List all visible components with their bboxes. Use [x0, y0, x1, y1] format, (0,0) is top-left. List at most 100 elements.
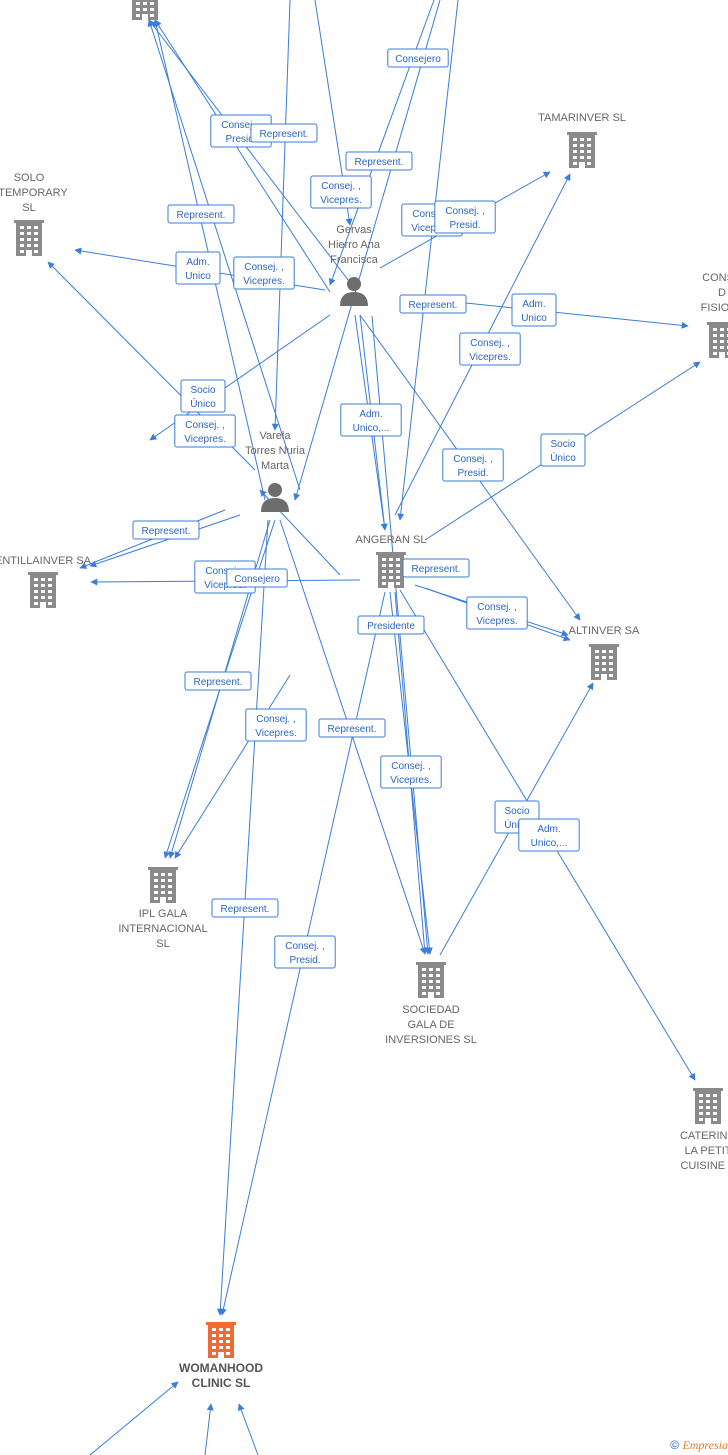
- company-icon[interactable]: [416, 962, 446, 998]
- node-name[interactable]: SOLO: [14, 172, 45, 184]
- edge-label[interactable]: Adm.Unico,...: [340, 403, 402, 437]
- node-name[interactable]: INTERNACIONAL: [118, 923, 207, 935]
- edge-label[interactable]: Consej. ,Vicepres.: [310, 175, 372, 209]
- edge-label-text: Consej. ,: [453, 454, 492, 465]
- node-name[interactable]: SL: [156, 938, 169, 950]
- edge-line: [89, 514, 241, 568]
- person-icon[interactable]: [340, 277, 368, 306]
- edge-label-text: Consej. ,: [445, 206, 484, 217]
- edge-label-text: Consej. ,: [256, 714, 295, 725]
- company-icon[interactable]: [707, 322, 728, 358]
- company-icon[interactable]: [130, 0, 160, 20]
- edge-label-text: Unico: [521, 313, 547, 324]
- company-icon[interactable]: [693, 1088, 723, 1124]
- edge-label[interactable]: Consejero: [226, 568, 288, 588]
- edge-label[interactable]: Consej. , Presid.: [442, 448, 504, 482]
- node-name[interactable]: CATERING: [680, 1130, 728, 1142]
- node-name[interactable]: FISIOTE: [701, 302, 728, 314]
- node-name[interactable]: Gervas: [336, 224, 372, 236]
- edge-label-text: Consej. ,: [321, 181, 360, 192]
- edge-label-text: Represent.: [194, 677, 243, 688]
- node-name[interactable]: Hierro Ana: [328, 239, 381, 251]
- node-name[interactable]: GALA DE: [407, 1019, 454, 1031]
- node-name[interactable]: NTEMPORARY: [0, 187, 68, 199]
- node-name[interactable]: D: [718, 287, 726, 299]
- edge-label[interactable]: Represent.: [399, 294, 467, 314]
- edge-label-text: Consej. ,: [221, 120, 260, 131]
- edge-label-text: Represent.: [409, 300, 458, 311]
- node-name[interactable]: CONSU: [702, 272, 728, 284]
- edge-label[interactable]: Represent.: [318, 718, 386, 738]
- edge-label[interactable]: Consej. ,Vicepres.: [459, 332, 521, 366]
- node-name[interactable]: ANGERAN SL: [356, 534, 427, 546]
- company-icon[interactable]: [28, 572, 58, 608]
- company-icon[interactable]: [148, 867, 178, 903]
- node-name[interactable]: CLINIC SL: [192, 1376, 251, 1390]
- edge-label[interactable]: Represent.: [211, 898, 279, 918]
- node-name[interactable]: Varela: [260, 430, 292, 442]
- company-icon[interactable]: [567, 132, 597, 168]
- node-name[interactable]: Marta: [261, 460, 290, 472]
- company-icon[interactable]: [376, 552, 406, 588]
- edge-label-text: Socio: [504, 806, 529, 817]
- node-name[interactable]: TAMARINVER SL: [538, 112, 626, 124]
- edge-label-text: Socio: [190, 385, 215, 396]
- node-name[interactable]: INVERSIONES SL: [385, 1034, 477, 1046]
- edge-label[interactable]: Consej. ,Presid.: [274, 935, 336, 969]
- edge-label-text: Socio: [550, 439, 575, 450]
- edge-label[interactable]: Represent.: [250, 123, 318, 143]
- edge-label[interactable]: Represent.: [345, 151, 413, 171]
- company-icon[interactable]: [589, 644, 619, 680]
- edge-label[interactable]: Represent.: [184, 671, 252, 691]
- node-name[interactable]: Francisca: [330, 254, 379, 266]
- edge-label-text: Presid.: [457, 468, 488, 479]
- node-name[interactable]: Torres Nuria: [245, 445, 306, 457]
- edge-label[interactable]: Adm. Unico: [511, 293, 557, 327]
- company-icon[interactable]: [14, 220, 44, 256]
- edge-label[interactable]: Consej. ,Vicepres.: [233, 256, 295, 290]
- edge-label-text: Unico,...: [353, 423, 390, 434]
- edge-label[interactable]: Represent.: [132, 520, 200, 540]
- focus-company-icon[interactable]: [206, 1322, 236, 1358]
- edge-label-text: Consej. ,: [391, 761, 430, 772]
- node-name[interactable]: ENTILLAINVER SA: [0, 555, 92, 567]
- edge-label[interactable]: Consej. ,Presid.: [434, 200, 496, 234]
- node-name[interactable]: SL: [22, 202, 35, 214]
- copyright-symbol: ©: [670, 1438, 680, 1452]
- edge-label-text: Consej. ,: [185, 420, 224, 431]
- edge-line: [204, 1403, 214, 1455]
- edge-label-text: Represent.: [328, 724, 377, 735]
- edge-label[interactable]: Presidente: [357, 615, 425, 635]
- edge-label-text: Represent.: [142, 526, 191, 537]
- edge-label-text: Consej. ,: [477, 602, 516, 613]
- edge-label-text: Represent.: [355, 157, 404, 168]
- edge-label-text: Presid.: [225, 134, 256, 145]
- edge-label[interactable]: Consejero: [387, 48, 449, 68]
- edge-label[interactable]: Adm.Unico: [175, 251, 221, 285]
- node-name[interactable]: WOMANHOOD: [179, 1361, 263, 1375]
- edge-line: [154, 19, 331, 293]
- edge-label[interactable]: Represent.: [402, 558, 470, 578]
- node-name[interactable]: SOCIEDAD: [402, 1004, 460, 1016]
- edge-label-text: Adm.: [522, 299, 545, 310]
- node-name[interactable]: CUISINE S: [680, 1160, 728, 1172]
- edge-label[interactable]: Represent.: [167, 204, 235, 224]
- edge-label[interactable]: Consej. ,Vicepres.: [174, 414, 236, 448]
- edge-label-text: Represent.: [260, 129, 309, 140]
- edge-label[interactable]: Adm.Unico,...: [518, 818, 580, 852]
- edge-label-text: Represent.: [177, 210, 226, 221]
- node-name[interactable]: IPL GALA: [139, 908, 188, 920]
- edge-label[interactable]: Consej. ,Vicepres.: [380, 755, 442, 789]
- edge-label-text: Represent.: [412, 564, 461, 575]
- edge-line: [148, 19, 353, 286]
- edge-label[interactable]: Consej. ,Vicepres.: [466, 596, 528, 630]
- edge-label-text: Adm.: [186, 257, 209, 268]
- empresia-logo[interactable]: Empresia: [682, 1438, 728, 1452]
- node-name[interactable]: ALTINVER SA: [569, 625, 640, 637]
- node-name[interactable]: LA PETIT: [684, 1145, 728, 1157]
- person-icon[interactable]: [261, 483, 289, 512]
- edge-label[interactable]: Consej. ,Vicepres.: [245, 708, 307, 742]
